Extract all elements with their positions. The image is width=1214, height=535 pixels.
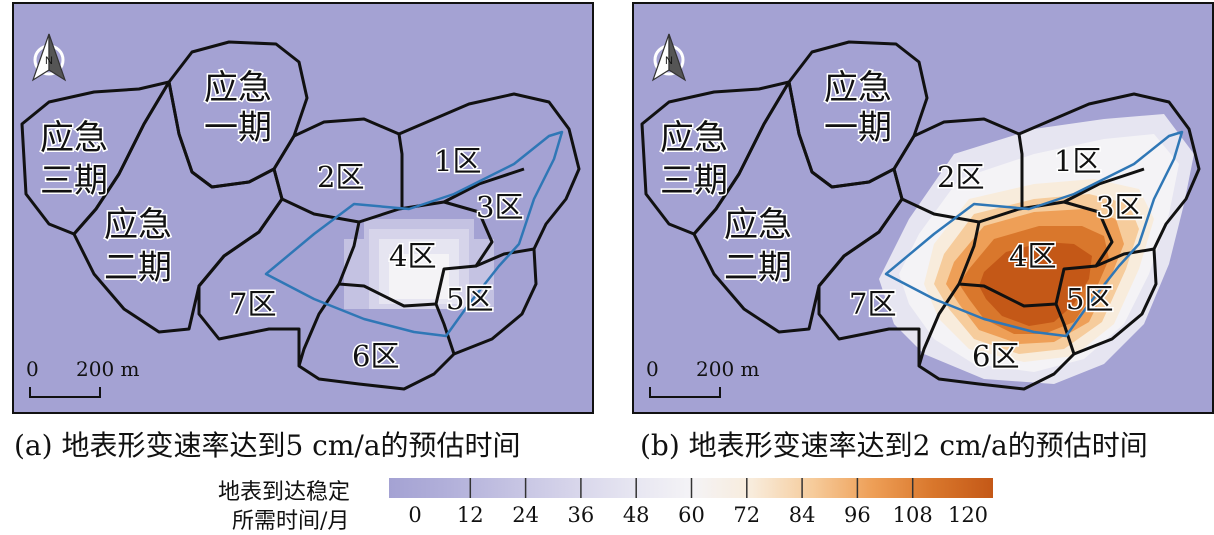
legend-tick-label: 96 [844, 503, 871, 527]
region-e3-label-line2: 三期 [660, 161, 728, 201]
legend-tick-label: 108 [892, 503, 933, 527]
east-area-boundary-a [197, 92, 581, 391]
region-e1-label-line1: 应急 [204, 68, 272, 108]
region-e3-label-line1: 应急 [660, 118, 728, 158]
region-e2-label-line2: 二期 [724, 248, 792, 288]
zone-4-label: 4区 [389, 239, 436, 273]
zone-5-label: 5区 [446, 282, 493, 316]
divider-4-5-a [475, 247, 535, 268]
boundaries-a [20, 40, 581, 391]
legend-title-line2: 所需时间/月 [232, 509, 350, 534]
svg-text:N: N [665, 55, 673, 67]
divider-1-2-b [1017, 133, 1024, 209]
svg-text:N: N [45, 55, 53, 67]
divider-1-2-a [397, 133, 404, 209]
region-e1-label-line2: 一期 [204, 108, 272, 148]
zone-6-label: 6区 [972, 339, 1019, 373]
deformation-field-b [879, 114, 1194, 384]
divider-5-6-a [434, 303, 456, 355]
blue-outline-a [264, 130, 564, 338]
zone-7-label: 7区 [849, 287, 896, 321]
zone-3-label: 3区 [476, 190, 523, 224]
boundaries-b [640, 40, 1201, 391]
north-arrow-icon: N [651, 33, 687, 82]
scale-zero-label: 0 [26, 357, 39, 381]
legend-tick-label: 72 [733, 503, 761, 527]
divider-5-6-b [1054, 303, 1076, 355]
region-e3-label-line1: 应急 [40, 118, 108, 158]
divider-6-7-b [917, 283, 961, 367]
divider-6-7-a [297, 283, 341, 367]
zone-3-label: 3区 [1096, 190, 1143, 224]
legend-tick-label: 48 [622, 503, 650, 527]
divider-4-3-a [443, 167, 525, 204]
region-e1-label-line1: 应急 [824, 68, 892, 108]
zone-6-label: 6区 [352, 339, 399, 373]
zone-2-label: 2区 [937, 160, 984, 194]
scale-distance-label: 200 m [696, 357, 760, 381]
caption-b: (b) 地表形变速率达到2 cm/a的预估时间 [640, 429, 1148, 462]
north-arrow-icon: N [31, 33, 67, 82]
blue-outline-b [884, 130, 1184, 338]
zone-7-label: 7区 [229, 287, 276, 321]
legend-tick-label: 120 [947, 503, 989, 527]
scale-zero-label: 0 [646, 357, 659, 381]
scale-bar-a: 0 200 m [26, 357, 140, 398]
legend-tick-label: 12 [456, 503, 484, 527]
caption-a: (a) 地表形变速率达到5 cm/a的预估时间 [14, 429, 521, 462]
region-e2-label-line1: 应急 [724, 205, 792, 245]
map-panel-b: N 应急 一期 应急 三期 应急 二期 1区 2区 3区 4区 5区 6区 7区… [632, 2, 1214, 414]
zone-5-label: 5区 [1066, 282, 1113, 316]
legend-tick-label: 24 [512, 503, 539, 527]
zone-1-label: 1区 [1054, 144, 1101, 178]
divider-2-7-b [901, 197, 980, 224]
region-e2-label-line1: 应急 [104, 205, 172, 245]
divider-4-5-b [1095, 247, 1155, 268]
zone-1-label: 1区 [434, 144, 481, 178]
divider-4-3-b [1063, 167, 1145, 204]
map-panel-a: N 应急 一期 应急 三期 应急 二期 1区 2区 3区 4区 5区 6区 7区… [12, 2, 594, 414]
legend-tick-label: 0 [408, 503, 422, 527]
legend-title-line1: 地表到达稳定 [218, 480, 351, 505]
region-e3-label-line2: 三期 [40, 161, 108, 201]
scale-distance-label: 200 m [76, 357, 140, 381]
region-e1-label-line2: 一期 [824, 108, 892, 148]
legend-tick-label: 60 [678, 503, 705, 527]
scale-bar-b: 0 200 m [646, 357, 760, 398]
legend-colorbar [389, 478, 993, 498]
map-b-svg: N 应急 一期 应急 三期 应急 二期 1区 2区 3区 4区 5区 6区 7区… [640, 33, 1201, 398]
legend-tick-label: 36 [567, 503, 595, 527]
legend-tick-marks [469, 478, 914, 498]
region-e2-label-line2: 二期 [104, 248, 172, 288]
map-a-svg: N 应急 一期 应急 三期 应急 二期 1区 2区 3区 4区 5区 6区 7区… [20, 33, 581, 398]
east-area-boundary-b [817, 92, 1201, 391]
deformation-field-a [344, 219, 494, 309]
legend-tick-label: 84 [788, 503, 816, 527]
zone-2-label: 2区 [317, 160, 364, 194]
divider-2-7-a [281, 197, 360, 224]
zone-4-label: 4区 [1009, 239, 1056, 273]
